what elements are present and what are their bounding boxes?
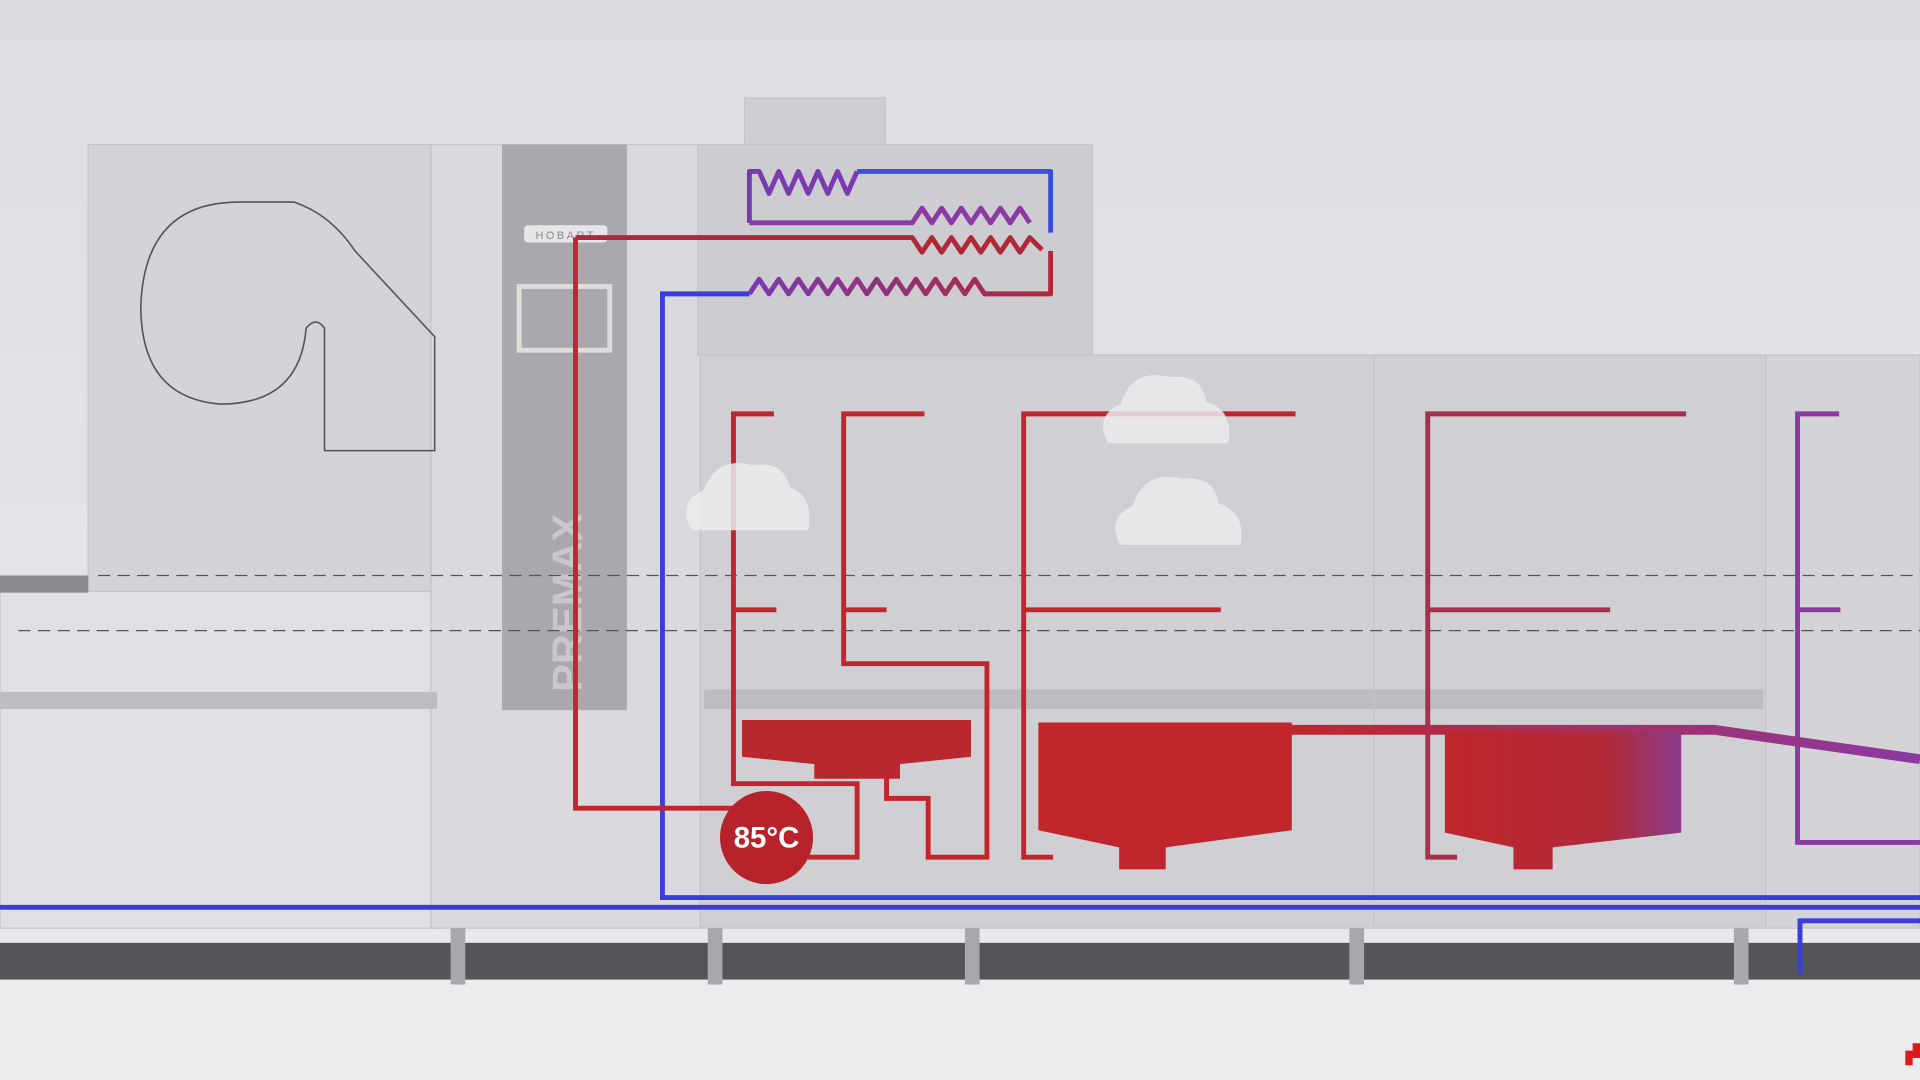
floor [0, 979, 1920, 1080]
cloud-icon [1115, 476, 1242, 545]
conveyor-dashed-lines [18, 574, 1920, 632]
cloud-icon [686, 463, 810, 531]
machine-legs [450, 928, 1749, 985]
premax-label: PREMAX [544, 514, 591, 692]
display-screen [516, 284, 613, 353]
steam-clouds [686, 375, 1242, 545]
heat-exchanger [575, 168, 1054, 297]
mixed-water-pipes [1285, 411, 1920, 860]
wash-tanks [742, 720, 1682, 870]
hot-water-pipes [573, 237, 1296, 860]
cold-water-pipe [0, 291, 1920, 974]
plus-icon[interactable] [1905, 1043, 1920, 1066]
temperature-badge [720, 791, 814, 885]
temperature-value: 85°C [734, 821, 800, 854]
cloud-icon [1102, 375, 1230, 444]
blower-fan-outline [140, 201, 436, 452]
